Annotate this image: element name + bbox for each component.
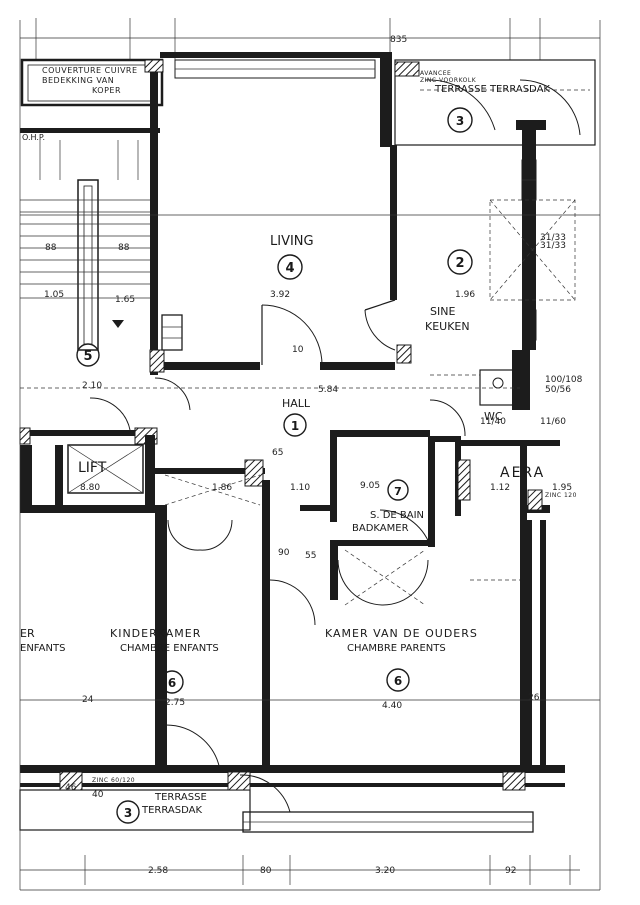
dim-corridor-2: 1.10 [290,483,310,493]
doors [89,79,581,813]
dim-10: 10 [292,345,304,355]
dim-88b: 88 [118,243,130,253]
label-ohp: O.H.P. [22,133,45,142]
dim-100108: 100/108 [545,375,583,385]
label-left-cut-2: ENFANTS [20,643,65,654]
walls [19,52,596,833]
dimension-lines [20,18,600,891]
label-terrace-bottom-nl: TERRASDAK [141,805,202,816]
label-terrace-bottom-fr: TERRASSE [154,792,207,803]
label-chambre-parents: CHAMBRE PARENTS [347,643,446,654]
label-bathroom-nl: BADKAMER [352,523,409,534]
dim-46: 46 [65,783,77,793]
dim-1160: 11/60 [540,417,566,427]
note-avant-2: ZINC VOORKOLK [420,77,477,84]
notes: COUVERTURE CUIVRE BEDEKKING VAN KOPER ZI… [42,66,577,784]
dim-stair-right: 1.65 [115,295,135,305]
room-markers [76,107,473,824]
dim-aera-1: 1.12 [490,483,510,493]
note-cover-2: BEDEKKING VAN [42,76,114,85]
dim-living-width: 3.92 [270,290,290,300]
marker-kitchen: 2 [455,256,464,271]
label-kamer-ouders: KAMER VAN DE OUDERS [325,627,478,640]
dim-corridor-1: 1.86 [212,483,232,493]
dim-bottom-3: 3.20 [375,866,395,876]
label-kinderkamer: KINDERKAMER [110,627,201,640]
label-kitchen-fr: SINE [430,305,455,318]
label-living: LIVING [270,234,314,249]
room-labels: LIVING 4 SINE KEUKEN 2 5 HALL 1 LIFT WC … [20,84,550,820]
marker-terrace-bottom: 3 [124,806,132,820]
marker-hall: 1 [291,419,299,433]
marker-terrace-top: 3 [456,114,464,128]
dim-55: 55 [305,551,316,561]
dim-bottom-4: 92 [505,866,516,876]
note-zinc-2: ZINC 60/120 [92,777,135,784]
label-bathroom-fr: S. DE BAIN [370,510,424,521]
dim-ouders-width: 4.40 [382,701,402,711]
dim-landing: 2.10 [82,381,102,391]
label-wc: WC [484,410,503,423]
dim-88: 88 [45,243,57,253]
dim-40: 40 [92,790,104,800]
marker-living: 4 [285,261,294,276]
dim-bottom-1: 2.58 [148,866,168,876]
dim-3133b: 31/33 [540,241,566,251]
label-lift: LIFT [78,460,107,476]
staircase [20,140,150,351]
marker-stair: 5 [83,349,92,364]
label-hall: HALL [282,397,311,410]
label-left-cut-1: ER [20,627,35,640]
dim-1140: 11/40 [480,417,506,427]
note-cover-3: KOPER [92,86,121,95]
dim-stair-left: 1.05 [44,290,64,300]
label-terrace-top: TERRASSE TERRASDAK [434,84,550,95]
marker-kamer-ouders: 6 [394,674,402,688]
dim-kitchen-width: 1.96 [455,290,475,300]
dim-bottom-2: 80 [260,866,272,876]
dim-3133: 31/33 [540,233,566,243]
dim-65: 65 [272,448,283,458]
marker-bathroom: 7 [394,485,402,498]
dim-5056: 50/56 [545,385,571,395]
dim-top: 835 [390,35,407,45]
label-kitchen-nl: KEUKEN [425,320,470,333]
label-chambre-enfants: CHAMBRE ENFANTS [120,643,219,654]
dim-aera-2: 1.95 [552,483,572,493]
misc-lines [19,20,601,890]
dimension-labels: 835 3.92 1.96 1.05 1.65 2.10 5.84 8.80 1… [44,35,583,876]
note-avant-1: AVANCEE [420,70,451,77]
dim-90: 90 [278,548,290,558]
marker-kinderkamer: 6 [168,676,176,690]
label-aera: AERA [500,465,545,481]
dim-26: 26 [528,693,540,703]
note-cover-1: COUVERTURE CUIVRE [42,66,138,75]
note-zinc-1: ZINC 120 [545,492,577,499]
dim-lift: 8.80 [80,483,100,493]
dim-kinder-width: 2.75 [165,698,185,708]
dim-corridor-3: 9.05 [360,481,380,491]
dim-hall-length: 5.84 [318,385,338,395]
